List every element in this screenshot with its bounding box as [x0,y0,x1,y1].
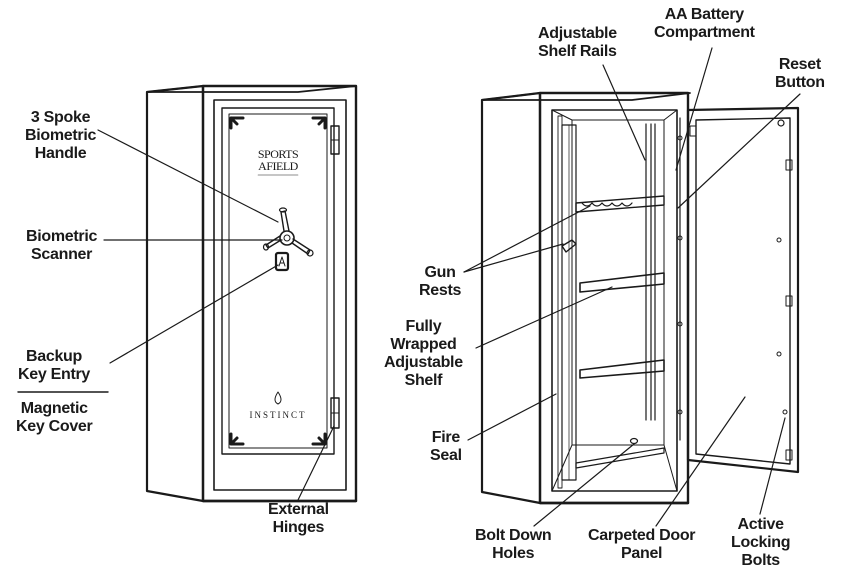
leader-lines [17,47,801,527]
open-safe [480,91,800,505]
brand-logo-line1: SPORTS [258,147,298,161]
brand-logo-line2: AFIELD [258,159,298,173]
brand-flame-icon [274,391,282,405]
model-name: INSTINCT [250,410,307,420]
closed-safe [145,84,358,503]
